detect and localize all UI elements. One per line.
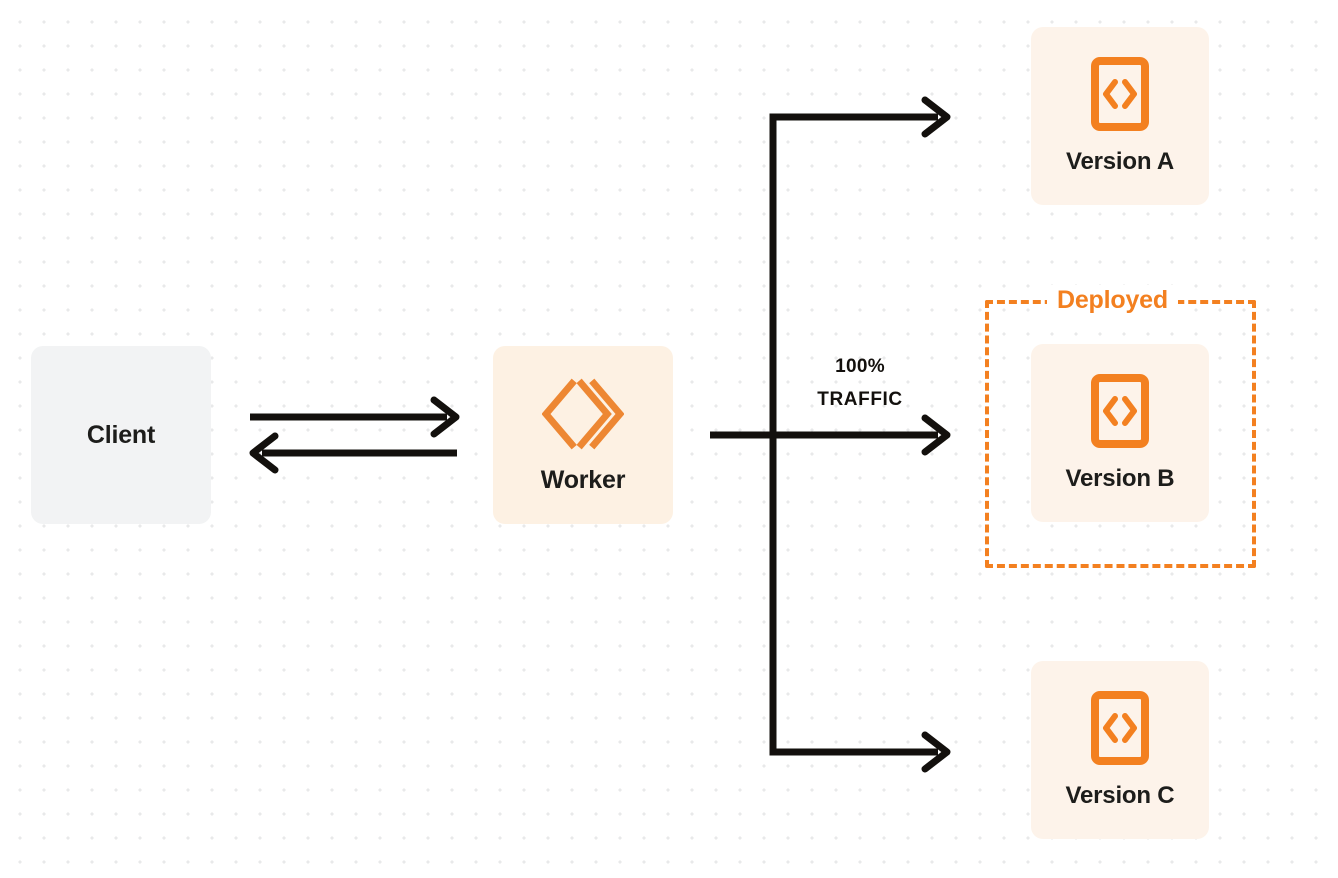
code-document-icon [1090,690,1150,766]
connector-worker-to-version-c [770,731,951,773]
cloudflare-workers-logo-icon [542,376,624,452]
connector-worker-to-version-a [770,96,951,138]
node-version-c[interactable]: Version C [1031,661,1209,839]
code-document-icon [1090,373,1150,449]
connector-worker-to-client [249,432,457,474]
node-version-b-label: Version B [1065,465,1175,492]
node-version-a-label: Version A [1065,148,1175,175]
node-worker[interactable]: Worker [493,346,673,524]
group-deployed-label: Deployed [1047,285,1178,315]
node-client[interactable]: Client [31,346,211,524]
node-client-label: Client [86,420,156,449]
traffic-caption-label: TRAFFIC [817,389,903,410]
connector-worker-to-version-b [710,414,951,456]
code-document-icon [1090,56,1150,132]
node-worker-label: Worker [540,465,626,494]
node-version-a[interactable]: Version A [1031,27,1209,205]
traffic-annotation: 100% TRAFFIC [765,350,955,416]
traffic-percent: 100% [835,356,885,377]
connector-client-to-worker [250,396,460,438]
node-version-b[interactable]: Version B [1031,344,1209,522]
node-version-c-label: Version C [1065,782,1175,809]
